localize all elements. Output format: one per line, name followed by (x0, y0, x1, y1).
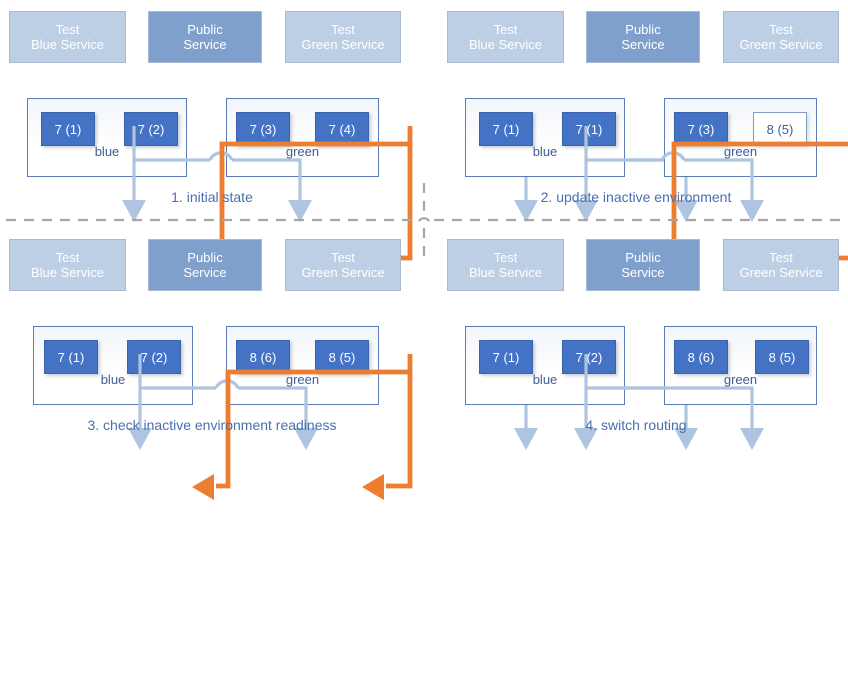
panel-1-arrowhead-green-2 (674, 200, 698, 222)
panel-4-node-blue-1[interactable]: 7 (1) (479, 340, 533, 374)
svc-line1: Test (55, 250, 80, 265)
svc-line2: Service (183, 265, 227, 280)
svc-line1: Public (187, 22, 223, 37)
svc-line2: Green Service (301, 265, 385, 280)
svc-line1: Test (55, 22, 80, 37)
panel-4-arrowhead-blue-2 (740, 428, 764, 450)
panel-1-test-blue-connector (132, 126, 302, 200)
panel-3-node-blue-1[interactable]: 7 (1) (44, 340, 98, 374)
svc-line2: Blue Service (31, 37, 104, 52)
svc-line1: Test (769, 22, 793, 37)
env-label-green: green (723, 144, 758, 159)
panel-1-arrowhead-green-1 (514, 200, 538, 222)
panel-3-arrowhead-blue-2 (294, 428, 318, 450)
panel-2-node-green-2[interactable]: 8 (5) (753, 112, 807, 146)
svc-line2: Blue Service (469, 265, 542, 280)
panel-3-arrowhead-blue-1 (128, 428, 152, 450)
panel-3-arrowhead-public-1 (192, 474, 214, 500)
svc-line2: Service (183, 37, 227, 52)
svc-line1: Public (625, 250, 661, 265)
panel-1-arrowhead-blue-1 (122, 200, 146, 222)
panel-2-test-blue-connector (584, 126, 754, 200)
svc-line1: Test (769, 250, 793, 265)
panel-4-connectors (574, 354, 764, 450)
panel-2-arrowhead-blue-1 (574, 200, 598, 222)
env-label-blue: blue (532, 144, 558, 159)
svc-line2: Service (621, 265, 665, 280)
panel-1-arrowhead-blue-2 (288, 200, 312, 222)
panel-4-node-blue-2[interactable]: 7 (2) (562, 340, 616, 374)
panel-3-caption: 3. check inactive environment readiness (87, 417, 337, 433)
panel-4-node-green-1[interactable]: 8 (6) (674, 340, 728, 374)
svc-line2: Service (621, 37, 665, 52)
svc-line2: Green Service (739, 265, 823, 280)
panel-2-caption: 2. update inactive environment (540, 189, 732, 205)
svc-line1: Public (187, 250, 223, 265)
svc-line1: Test (493, 22, 518, 37)
env-label-blue: blue (100, 372, 126, 387)
panel-1-node-green-2[interactable]: 7 (4) (315, 112, 369, 146)
env-label-blue: blue (532, 372, 558, 387)
svc-line2: Blue Service (31, 265, 104, 280)
panel-1-node-green-1[interactable]: 7 (3) (236, 112, 290, 146)
panel-4-caption: 4. switch routing (585, 417, 687, 433)
svc-line1: Public (625, 22, 661, 37)
panel-2-node-blue-1[interactable]: 7 (1) (479, 112, 533, 146)
panel-3-arrowhead-green-2 (674, 428, 698, 450)
env-label-green: green (723, 372, 758, 387)
panel-1-node-blue-1[interactable]: 7 (1) (41, 112, 95, 146)
env-label-blue: blue (94, 144, 120, 159)
panel-2-arrowhead-blue-2 (740, 200, 764, 222)
panel-4-node-green-2[interactable]: 8 (5) (755, 340, 809, 374)
panel-4-arrowhead-blue-1 (574, 428, 598, 450)
panel-4-test-blue-connector (584, 354, 754, 428)
panel-1-caption: 1. initial state (171, 189, 253, 205)
panel-2-node-blue-2[interactable]: 7 (1) (562, 112, 616, 146)
panel-3-node-blue-2[interactable]: 7 (2) (127, 340, 181, 374)
panel-3-arrowhead-public-2 (362, 474, 384, 500)
svc-line2: Blue Service (469, 37, 542, 52)
svc-line2: Green Service (739, 37, 823, 52)
panel-3-node-green-2[interactable]: 8 (5) (315, 340, 369, 374)
panel-3-arrowhead-green-1 (514, 428, 538, 450)
env-label-green: green (285, 144, 320, 159)
svc-line2: Green Service (301, 37, 385, 52)
panel-3-node-green-1[interactable]: 8 (6) (236, 340, 290, 374)
svc-line1: Test (493, 250, 518, 265)
env-label-green: green (285, 372, 320, 387)
svc-line1: Test (331, 22, 355, 37)
svc-line1: Test (331, 250, 355, 265)
panel-2-node-green-1[interactable]: 7 (3) (674, 112, 728, 146)
